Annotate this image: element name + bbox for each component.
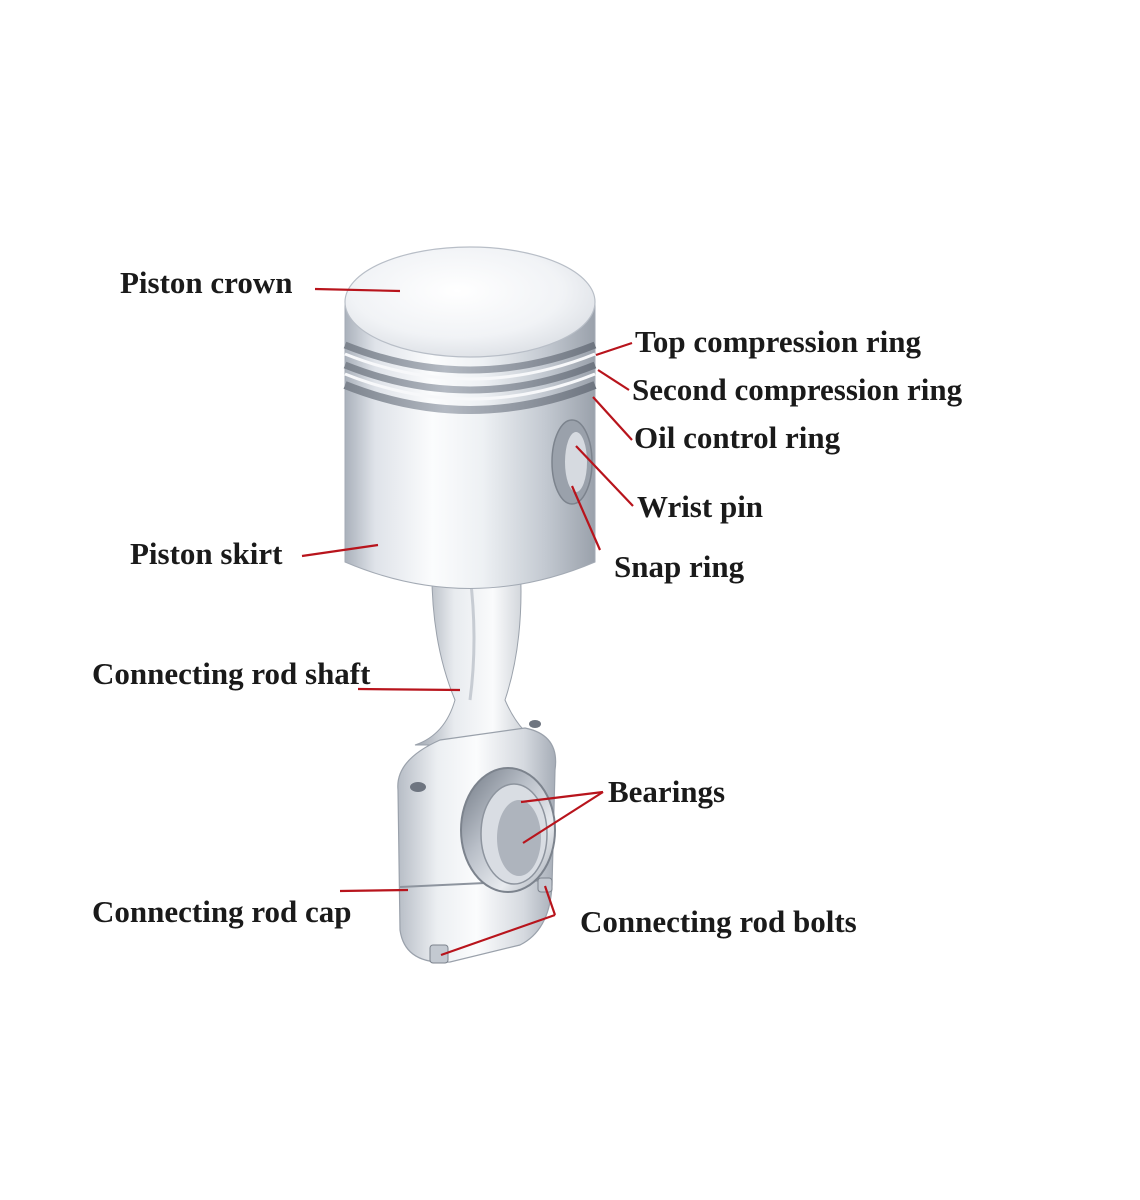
connecting-rod-big-end-shape	[397, 720, 557, 964]
label-piston-skirt: Piston skirt	[130, 536, 283, 571]
leader-snap-ring	[570, 485, 602, 551]
leader-piston-crown	[314, 287, 401, 293]
label-wrist-pin: Wrist pin	[637, 489, 764, 524]
piston-body-shape	[343, 246, 597, 589]
label-second-compression-ring: Second compression ring	[632, 372, 963, 407]
leader-wrist-pin	[575, 445, 634, 507]
leader-bearings-1	[520, 790, 604, 804]
leader-top-compression-ring	[595, 341, 633, 357]
leader-connecting-rod-bolts-2	[440, 913, 556, 957]
label-bearings: Bearings	[608, 774, 726, 809]
leader-oil-control-ring	[592, 396, 633, 441]
label-snap-ring: Snap ring	[614, 549, 745, 584]
leader-connecting-rod-cap	[339, 888, 409, 893]
leader-connecting-rod-bolts-1	[543, 885, 557, 916]
leader-connecting-rod-shaft	[357, 687, 461, 692]
label-top-compression-ring: Top compression ring	[635, 324, 921, 359]
leader-second-compression-ring	[597, 369, 630, 391]
leader-lines	[301, 287, 634, 957]
label-connecting-rod-cap: Connecting rod cap	[92, 894, 352, 929]
leader-bearings-2	[522, 791, 604, 844]
label-connecting-rod-shaft: Connecting rod shaft	[92, 656, 371, 691]
label-piston-crown: Piston crown	[120, 265, 293, 300]
leader-piston-skirt	[301, 543, 379, 558]
label-connecting-rod-bolts: Connecting rod bolts	[580, 904, 857, 939]
label-oil-control-ring: Oil control ring	[634, 420, 841, 455]
